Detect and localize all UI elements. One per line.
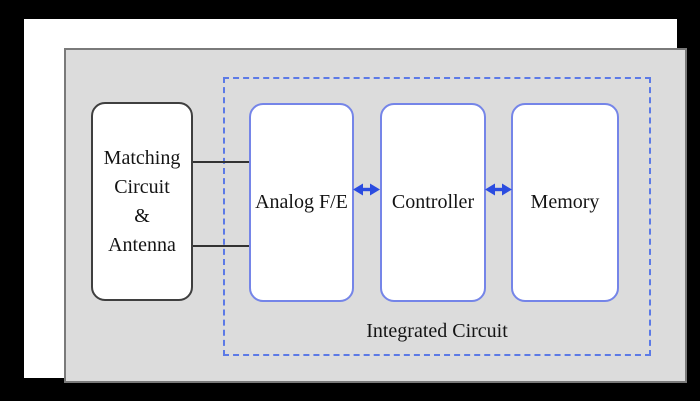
analog-fe-box: Analog F/E [249, 103, 354, 302]
memory-label: Memory [530, 191, 600, 213]
connector-line-top [193, 161, 249, 163]
connector-line-bottom [193, 245, 249, 247]
integrated-circuit-label: Integrated Circuit [366, 320, 508, 342]
controller-box: Controller [380, 103, 486, 302]
bidirectional-arrow-icon [353, 182, 380, 197]
left-box-line-4: Antenna [108, 233, 176, 256]
left-box-line-3: & [134, 204, 150, 227]
diagram-panel: Integrated Circuit Matching Circuit & An… [64, 48, 687, 383]
white-mat: Integrated Circuit Matching Circuit & An… [24, 19, 687, 383]
controller-label: Controller [391, 191, 475, 213]
matching-circuit-antenna-box: Matching Circuit & Antenna [91, 102, 193, 301]
bidirectional-arrow-icon [485, 182, 512, 197]
left-box-line-1: Matching [103, 146, 181, 169]
memory-box: Memory [511, 103, 619, 302]
analog-fe-label: Analog F/E [255, 191, 348, 213]
left-box-line-2: Circuit [114, 175, 170, 198]
integrated-circuit-boundary: Integrated Circuit [223, 77, 651, 356]
